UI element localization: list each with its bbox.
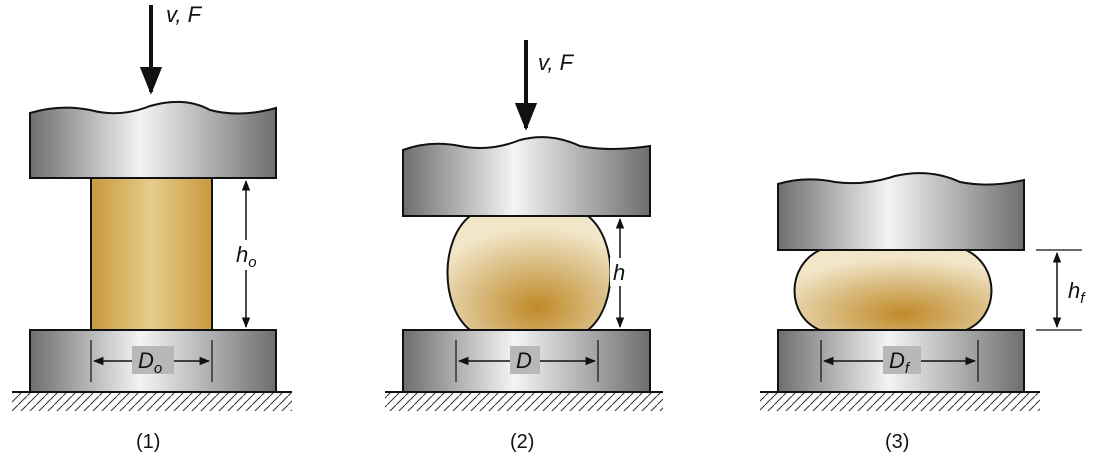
top-die bbox=[402, 136, 651, 217]
caption-2: (2) bbox=[510, 431, 534, 453]
ground-hatch bbox=[385, 393, 663, 411]
top-die bbox=[29, 100, 277, 179]
workpiece-flattened bbox=[793, 249, 993, 331]
ground-hatch bbox=[12, 393, 292, 411]
stage-2: v, F h D (2) bbox=[385, 40, 663, 453]
diameter-label: Do bbox=[138, 348, 162, 377]
diameter-label: Df bbox=[889, 348, 911, 377]
top-die bbox=[777, 172, 1025, 251]
caption-3: (3) bbox=[885, 431, 909, 453]
height-label: h bbox=[613, 260, 625, 285]
diameter-label: D bbox=[516, 348, 532, 373]
caption-1: (1) bbox=[136, 431, 160, 453]
workpiece-barreled bbox=[446, 215, 612, 331]
workpiece-cylinder bbox=[90, 177, 213, 331]
stage-1: v, F ho Do (1) bbox=[12, 2, 292, 453]
load-label: v, F bbox=[538, 50, 575, 75]
load-label: v, F bbox=[166, 2, 203, 27]
height-label: ho bbox=[236, 242, 257, 271]
stage-3: hf Df (3) bbox=[760, 172, 1086, 453]
ground-hatch bbox=[760, 393, 1040, 411]
height-label: hf bbox=[1068, 278, 1086, 307]
